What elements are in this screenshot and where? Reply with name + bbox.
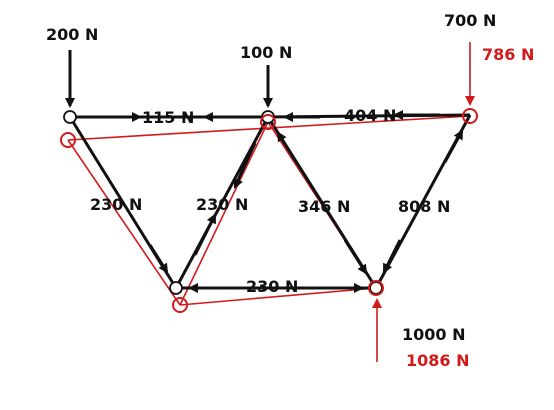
arrow-diag-mid-lower (193, 213, 217, 256)
member-arrows (110, 110, 464, 293)
load-label-right-deformed: 786 N (482, 45, 534, 64)
force-label-mid-right-diagonal: 346 N (298, 197, 350, 216)
joint-bottom-right (369, 281, 383, 295)
arrow-diag-left-lower (148, 244, 169, 274)
force-label-top-left: 115 N (142, 108, 194, 127)
reaction-label-bottom: 1000 N (402, 325, 466, 344)
deformed-joint-top-left (60, 132, 76, 148)
load-label-left: 200 N (46, 25, 98, 44)
load-label-mid: 100 N (240, 43, 292, 62)
joints (60, 108, 478, 313)
deformed-left-diagonal (67, 139, 181, 306)
arrow-right-diag-upper (443, 129, 464, 163)
deformed-joint-bottom-right (368, 280, 384, 296)
load-label-right: 700 N (444, 11, 496, 30)
deformed-bottom-chord (179, 287, 377, 306)
joint-top-left (63, 110, 77, 124)
deformed-joint-bottom-left (172, 297, 188, 313)
arrow-right-diag-lower (382, 239, 402, 274)
deformed-joint-top-right (462, 108, 478, 124)
arrow-diag-right-upper (276, 131, 297, 161)
force-label-right-diagonal: 808 N (398, 197, 450, 216)
labels: 200 N 100 N 700 N 786 N 1000 N 1086 N 11… (46, 11, 534, 370)
joint-bottom-left (169, 281, 183, 295)
force-label-mid-left-diagonal: 230 N (196, 195, 248, 214)
deformed-mid-left-diagonal (179, 121, 269, 306)
arrow-diag-mid-upper (233, 142, 257, 189)
force-label-bottom: 230 N (246, 277, 298, 296)
force-label-left-diagonal: 230 N (90, 195, 142, 214)
deformed-joint-top-mid (260, 114, 276, 130)
reaction-label-bottom-deformed: 1086 N (406, 351, 470, 370)
external-loads (65, 42, 475, 362)
arrow-diag-right-lower (343, 239, 368, 275)
force-label-top-right: 404 N (344, 106, 396, 125)
